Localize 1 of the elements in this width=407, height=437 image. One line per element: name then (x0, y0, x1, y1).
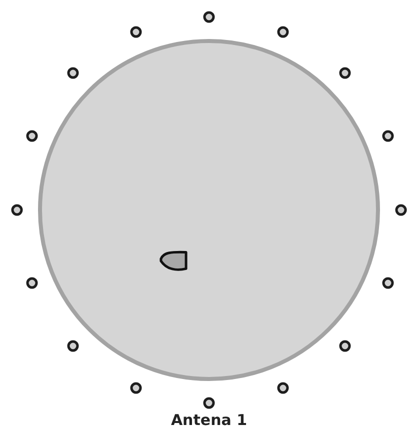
antenna-label: Antena 1 (170, 413, 248, 428)
